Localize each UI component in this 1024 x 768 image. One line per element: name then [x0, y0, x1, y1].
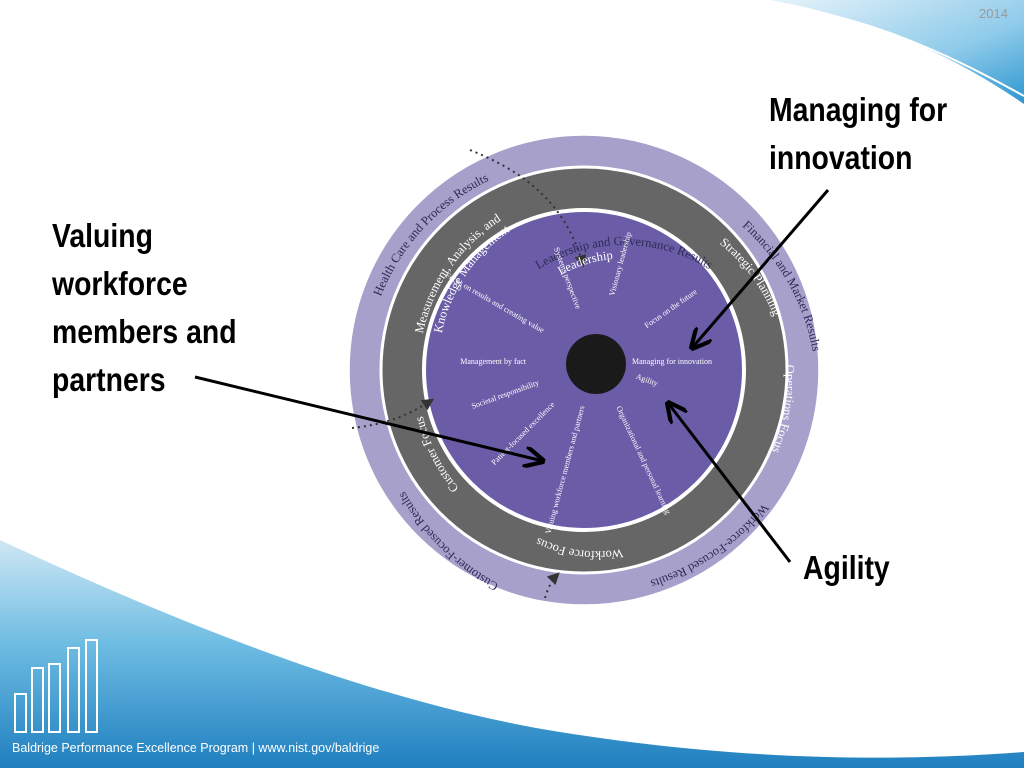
callout-line: workforce: [52, 265, 188, 302]
arrow-valuing: [194, 375, 543, 461]
arrow-agility: [668, 403, 792, 563]
year-label: 2014: [979, 6, 1008, 21]
hub: [566, 334, 626, 394]
dotted-arrow-top: [469, 149, 587, 268]
outer-ring-edge: [348, 134, 820, 606]
baldrige-logo: [14, 639, 98, 733]
callout-line: Managing for: [769, 91, 948, 128]
core-value-label: Management by fact: [460, 357, 527, 366]
bottom-swoosh-line: [0, 534, 601, 731]
core-value-label: Managing for innovation: [632, 357, 712, 366]
callout-line: partners: [52, 361, 166, 398]
callout-line: Valuing: [52, 217, 153, 254]
arrow-innovation: [692, 189, 830, 348]
callout-valuing-workforce: Valuing workforce members and partners: [52, 212, 237, 404]
bottom-swoosh: [0, 540, 1024, 768]
callout-managing-for-innovation: Managing for innovation: [769, 86, 947, 182]
top-swoosh: [770, 0, 1024, 104]
callout-line: Agility: [803, 549, 890, 586]
callout-line: innovation: [769, 139, 913, 176]
dotted-arrow-bottom: [544, 572, 560, 599]
top-swoosh-line: [739, 0, 1024, 97]
callout-agility: Agility: [803, 544, 890, 592]
callout-line: members and: [52, 313, 237, 350]
footer-text: Baldrige Performance Excellence Program …: [12, 741, 380, 755]
